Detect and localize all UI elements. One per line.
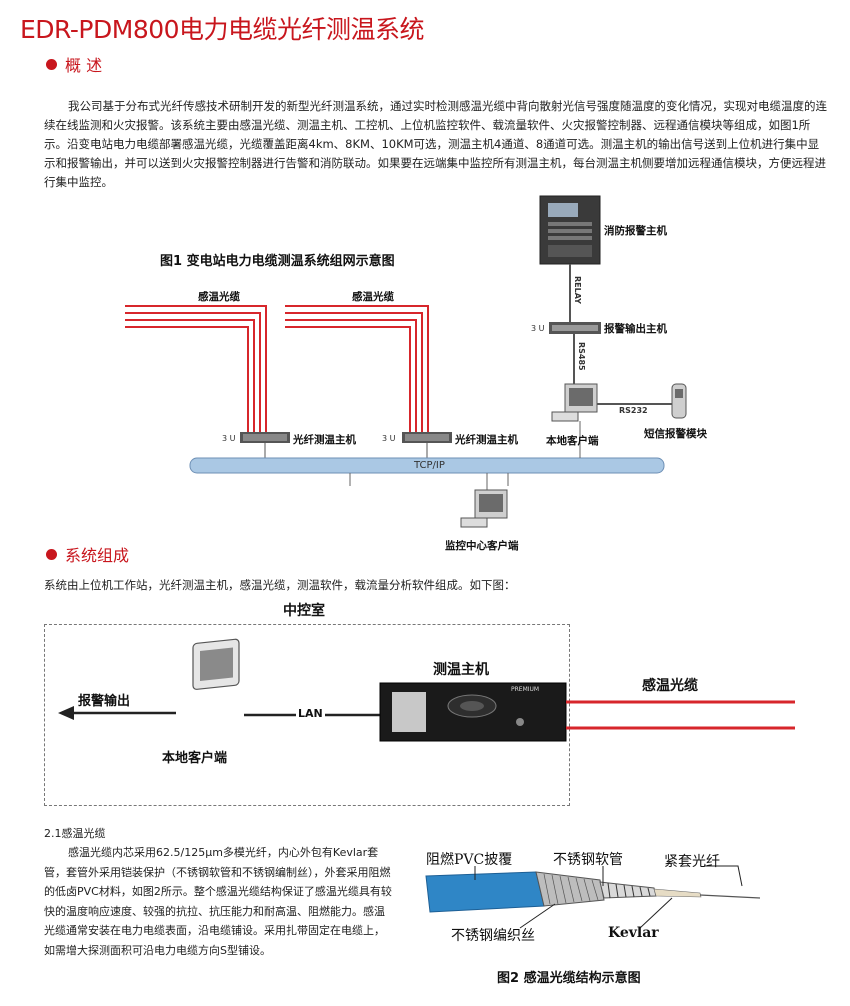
overview-heading: 概 述 <box>65 56 103 75</box>
fiber-host-1 <box>240 432 290 458</box>
fig2-tight-fiber-label: 紧套光纤 <box>664 854 720 870</box>
tight-fiber <box>699 894 761 899</box>
cable-section-number: 2.1感温光缆 <box>44 827 106 840</box>
section-heading-overview: 概 述 <box>46 52 102 76</box>
fig1-cable-label-2: 感温光缆 <box>352 291 394 303</box>
cable-bundle-2 <box>285 305 429 432</box>
control-room-box <box>44 624 570 806</box>
fig1-3u-b: 3 U <box>382 434 396 443</box>
composition-paragraph: 系统由上位机工作站，光纤测温主机，感温光缆，测温软件，载流量分析软件组成。如下图… <box>44 578 516 592</box>
fig1-rs485-label: RS485 <box>577 342 586 371</box>
steel-braid <box>535 871 605 907</box>
temperature-host <box>379 682 567 742</box>
bullet-dot-icon <box>46 58 57 70</box>
tcpip-bus <box>189 457 665 474</box>
alarm-output-arrow <box>58 706 176 720</box>
cable-section-paragraph: 感温光缆内芯采用62.5/125μm多模光纤，内心外包有Kevlar套管，套管外… <box>44 846 392 957</box>
fire-alarm-panel <box>539 195 601 265</box>
alarm-output-label: 报警输出 <box>78 694 131 709</box>
cable-bundle-1 <box>125 305 267 432</box>
monitor-center-computer <box>460 489 508 528</box>
bullet-dot-icon <box>46 548 57 560</box>
sms-phone-icon <box>671 383 687 419</box>
composition-heading: 系统组成 <box>65 546 130 565</box>
fig1-local-client-label: 本地客户端 <box>546 435 599 447</box>
control-client-label: 本地客户端 <box>162 751 228 766</box>
fig1-host-label-2: 光纤测温主机 <box>455 434 518 446</box>
fig2-kevlar-label: Kevlar <box>608 925 659 941</box>
control-cable-label: 感温光缆 <box>642 678 698 694</box>
section-heading-composition: 系统组成 <box>46 542 129 566</box>
overview-paragraph: 我公司基于分布式光纤传感技术研制开发的新型光纤测温系统，通过实时检测感温光缆中背… <box>44 99 827 189</box>
fig2-caption: 图2 感温光缆结构示意图 <box>497 971 641 986</box>
fig2-steel-tube-label: 不锈钢软管 <box>553 852 623 868</box>
pvc-jacket <box>425 871 545 913</box>
fig1-cable-label-1: 感温光缆 <box>198 291 240 303</box>
fig2-pvc-label: 阻燃PVC披覆 <box>426 852 513 868</box>
page-title: EDR-PDM800电力电缆光纤测温系统 <box>20 15 425 44</box>
lan-label: LAN <box>296 707 325 720</box>
fig1-bus-label: TCP/IP <box>414 460 445 471</box>
control-room-label: 中控室 <box>283 603 325 619</box>
fiber-host-2 <box>402 432 452 458</box>
fig1-alarm-output-label: 报警输出主机 <box>604 323 667 335</box>
fig1-fire-panel-label: 消防报警主机 <box>604 225 667 237</box>
host-label: 测温主机 <box>433 662 489 678</box>
fig2-braid-label: 不锈钢编织丝 <box>451 928 535 944</box>
alarm-output-host <box>549 322 601 334</box>
fig1-rs232-label: RS232 <box>619 406 648 415</box>
fig1-host-label-1: 光纤测温主机 <box>293 434 356 446</box>
fig1-caption: 图1 变电站电力电缆测温系统组网示意图 <box>160 254 395 269</box>
fig1-3u-c: 3 U <box>531 324 545 333</box>
local-client-computer <box>551 383 598 458</box>
local-client-pc <box>192 638 240 690</box>
fig1-3u-a: 3 U <box>222 434 236 443</box>
fig1-monitor-center-label: 监控中心客户端 <box>445 540 519 552</box>
host-brand: PREMIUM <box>511 686 540 693</box>
kevlar-layer <box>653 888 702 898</box>
fig1-sms-label: 短信报警模块 <box>644 428 707 440</box>
fig1-relay-label: RELAY <box>573 276 582 304</box>
